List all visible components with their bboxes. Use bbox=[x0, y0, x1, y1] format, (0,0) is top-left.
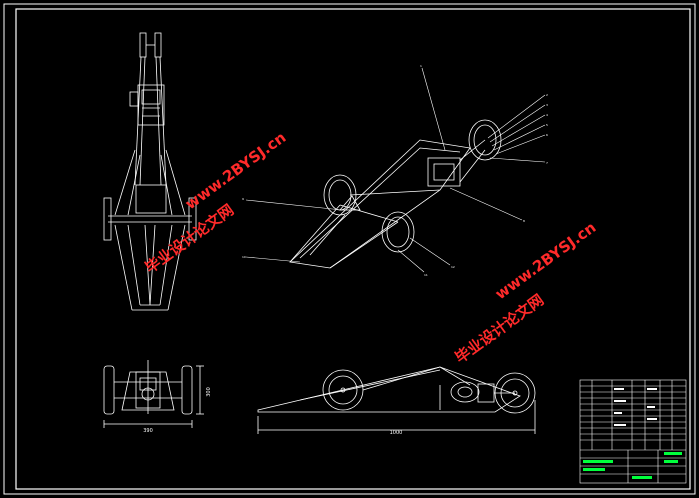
title-block bbox=[579, 379, 687, 484]
balloon-10: 10 bbox=[242, 255, 246, 259]
balloon-11: 11 bbox=[424, 273, 428, 277]
top-view bbox=[103, 32, 197, 311]
balloon-3: 3 bbox=[546, 103, 548, 107]
balloon-4: 4 bbox=[546, 113, 548, 117]
balloon-7: 7 bbox=[546, 161, 548, 165]
iso-wheel-front bbox=[468, 119, 502, 161]
balloon-5: 5 bbox=[546, 123, 548, 127]
balloon-labels: 1 2 3 4 5 6 7 8 9 10 11 12 bbox=[242, 64, 548, 277]
front-view bbox=[103, 360, 204, 428]
inner-border bbox=[15, 8, 691, 490]
balloon-12: 12 bbox=[451, 265, 455, 269]
side-view-engine bbox=[450, 381, 480, 403]
dim-front-height: 300 bbox=[206, 387, 212, 397]
balloon-2: 2 bbox=[546, 93, 548, 97]
balloon-9: 9 bbox=[242, 197, 244, 201]
balloon-1: 1 bbox=[420, 64, 422, 68]
iso-engine bbox=[427, 157, 461, 187]
iso-wheel-right bbox=[381, 211, 415, 253]
balloon-6: 6 bbox=[546, 133, 548, 137]
side-view bbox=[257, 366, 536, 434]
isometric-view bbox=[289, 119, 502, 269]
front-view-right-wheel bbox=[181, 365, 193, 415]
top-view-rear-wheel-right bbox=[188, 197, 197, 241]
outer-border bbox=[3, 3, 696, 495]
dim-front-width: 390 bbox=[143, 428, 153, 434]
balloon-8: 8 bbox=[523, 219, 525, 223]
title-block-rows bbox=[580, 385, 686, 435]
front-view-left-wheel bbox=[103, 365, 115, 415]
top-view-rear-wheel-left bbox=[103, 197, 112, 241]
title-block-marks bbox=[583, 388, 682, 479]
dim-side-length: 1000 bbox=[390, 430, 403, 436]
leader-lines bbox=[245, 67, 546, 273]
